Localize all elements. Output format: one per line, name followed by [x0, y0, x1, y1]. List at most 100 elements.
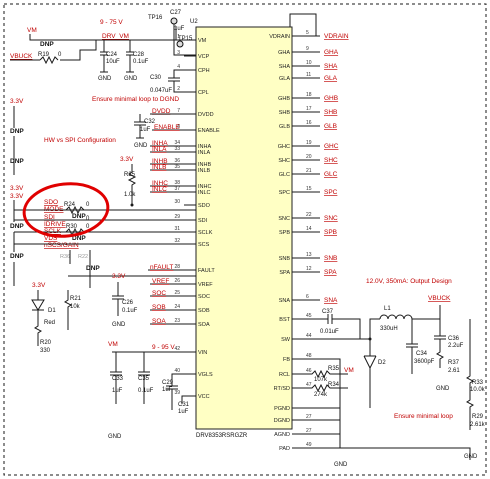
net-label-right: SHA [324, 63, 338, 70]
r35-value: 107k [314, 377, 328, 383]
dnp-mid-2: DNP [72, 235, 86, 242]
ic-pin-name: CPH [198, 68, 210, 74]
ic-pin-number: 27 [306, 414, 312, 420]
ic-pin-number: 8 [177, 124, 180, 130]
r29-value: 2.61k [470, 422, 486, 428]
c31-value: 1uF [178, 409, 189, 415]
c33-ref: C33 [112, 376, 124, 382]
c36-ref: C36 [448, 336, 460, 342]
net-label-right: GHC [324, 143, 339, 150]
r21-value: 10k [70, 304, 81, 310]
v33-left-1: 3.3V [10, 98, 24, 105]
r33-ref: R33 [472, 380, 484, 386]
c32-value: 1uF [140, 127, 151, 133]
ic-pin-name: SPB [279, 230, 290, 236]
ic-pin-name: SHB [279, 110, 291, 116]
l1-value: 330uH [380, 326, 398, 332]
ic-pin-number: 47 [306, 382, 312, 388]
r33-value: 10.0k [470, 387, 486, 393]
ic-pin-name: VREF [198, 282, 213, 288]
right-net-labels: VDRAINGHASHAGLAGHBSHBGLBGHCSHCGLCSPCSNCS… [289, 13, 349, 304]
l1-ref: L1 [384, 306, 391, 312]
ic-pin-number: 5 [306, 30, 309, 36]
led-wire [31, 290, 72, 346]
note-dgnd: Ensure minimal loop to DGND [92, 96, 179, 103]
ic-pin-name: GHB [278, 96, 290, 102]
vm-range-bottom: 9 - 95 V [152, 344, 175, 351]
vbuck-left-label: VBUCK [10, 53, 33, 60]
ic-pin-name: BST [279, 317, 290, 323]
highlight-circle [22, 182, 110, 238]
r34-value: 274k [314, 392, 328, 398]
r20-value: 330 [40, 348, 51, 354]
net-label-right: SNC [324, 215, 338, 222]
ic-pin-name: INHA [198, 144, 211, 150]
d2-body [363, 339, 377, 408]
gnd-r37: GND [436, 386, 450, 392]
c26-wire [112, 282, 124, 316]
ic-pin-name: INLA [198, 150, 211, 156]
c27-value: 1uF [174, 26, 185, 32]
c30-ref: C30 [150, 75, 162, 81]
net-label-right: GLA [324, 75, 338, 82]
net-label-right: SNB [324, 255, 337, 262]
v33-left-3: 3.3V [10, 193, 24, 200]
ensure-minimal-loop: Ensure minimal loop [394, 413, 453, 420]
ic-pin-number: 39 [174, 390, 180, 396]
ic-pin-name: SW [281, 337, 291, 343]
r25-ref: R25 [124, 172, 136, 178]
c26-value: 0.1uF [122, 308, 138, 314]
ic-pin-name: GHA [278, 50, 290, 56]
vbuck-wire [10, 40, 97, 61]
c30-value: 0.047uF [150, 88, 172, 94]
net-label-left: nFAULT [150, 264, 173, 271]
ic-pin-number: 20 [306, 154, 312, 160]
ic-part: DRV8353RSRGZR [196, 433, 248, 439]
net-label-left: SOC [152, 290, 166, 297]
ic-pin-number: 25 [174, 290, 180, 296]
c36-wire [434, 319, 446, 368]
dvdd-net: DVDD [152, 108, 171, 115]
net-label-right: GHA [324, 49, 339, 56]
ic-pin-number: 44 [306, 333, 312, 339]
dnp-top: DNP [40, 41, 54, 48]
c28-ref: C28 [133, 52, 145, 58]
ic-pin-number: 26 [174, 278, 180, 284]
ic-pin-name: INHC [198, 184, 211, 190]
ic-pin-name: SCS [198, 242, 210, 248]
gnd-c28: GND [124, 76, 138, 82]
net-label-right: SHB [324, 109, 337, 116]
r19-value: 0 [58, 52, 62, 58]
c31-ref: C31 [178, 402, 190, 408]
ic-pin-number: 4 [177, 64, 180, 70]
c30-wire [168, 69, 196, 93]
net-label-right: SPB [324, 229, 337, 236]
ic-pin-number: 34 [174, 140, 180, 146]
ic-pin-number: 10 [306, 60, 312, 66]
ic-pin-name: SNC [278, 216, 290, 222]
ic-pin-name: SNB [279, 256, 291, 262]
tp15-label: TP15 [178, 36, 193, 42]
r25-value: 1.0k [124, 192, 136, 198]
ic-pin-name: GLB [279, 124, 290, 130]
ic-pin-name: ENABLE [198, 128, 220, 134]
ic-pin-name: INLB [198, 168, 211, 174]
vm-top-label: VM [27, 27, 37, 34]
ic-pin-name: SOA [198, 322, 210, 328]
r30-value: 0 [86, 224, 90, 230]
net-label-right: SHC [324, 157, 338, 164]
gnd-bottom-left: GND [108, 434, 122, 440]
ic-pin-name: SOB [198, 308, 210, 314]
zero-sdi: 0 [86, 216, 90, 222]
c37-body [320, 314, 340, 324]
ic-pin-number: 42 [174, 346, 180, 352]
ic-pin-name: DGND [274, 418, 290, 424]
ic-pin-name: VDRAIN [269, 34, 290, 40]
c33-value: 1uF [112, 388, 123, 394]
net-label-left: INLC [152, 186, 167, 193]
ic-pin-number: 28 [174, 264, 180, 270]
vgls-wire [166, 373, 196, 410]
ic-pin-number: 46 [306, 368, 312, 374]
c24-wire [100, 40, 108, 73]
rcl-wire [292, 369, 348, 393]
